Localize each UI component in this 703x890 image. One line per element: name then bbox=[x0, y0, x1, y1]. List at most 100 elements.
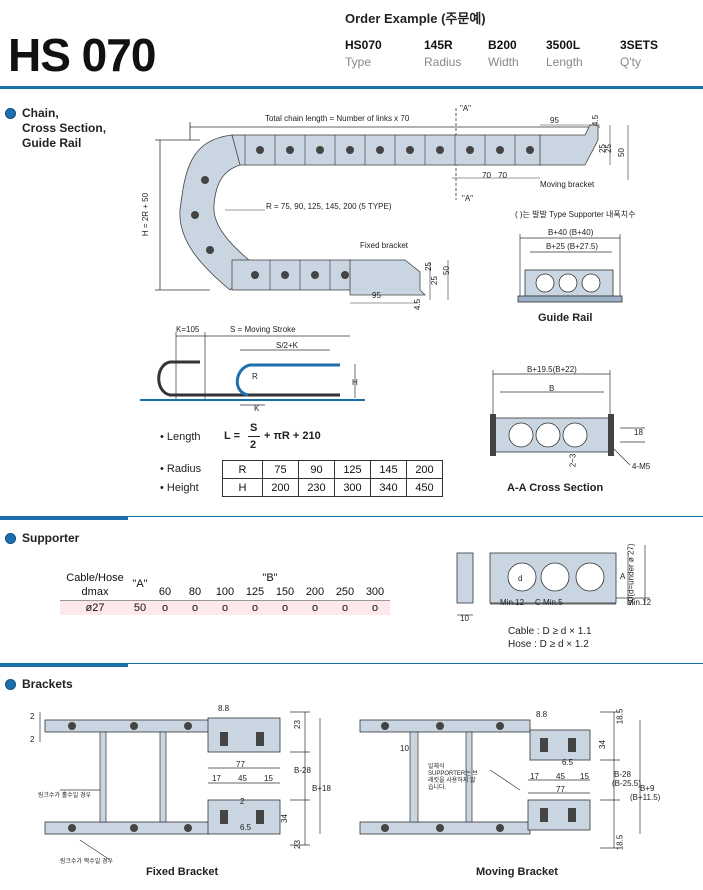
table-cell: 90 bbox=[298, 460, 335, 479]
table-header: 250 bbox=[335, 586, 355, 599]
section-title-chain-1: Chain, bbox=[22, 106, 59, 120]
dim-45-fixed: 45 bbox=[238, 774, 247, 783]
guide-rail-caption: Guide Rail bbox=[538, 312, 593, 324]
height-label: • Height bbox=[160, 482, 199, 494]
formula-numerator: S bbox=[250, 422, 258, 434]
table-header: 100 bbox=[215, 586, 235, 599]
dim-2a: 2 bbox=[30, 712, 35, 721]
formula-denominator: 2 bbox=[250, 439, 257, 451]
formula-suffix: + πR + 210 bbox=[264, 430, 321, 442]
table-header: "B" bbox=[262, 571, 278, 584]
table-header: 125 bbox=[245, 586, 265, 599]
table-header: "A" bbox=[132, 578, 148, 591]
dim-d-supporter: d bbox=[518, 574, 523, 583]
h-label: H bbox=[352, 378, 358, 387]
table-cell: 200 bbox=[262, 478, 299, 497]
dim-b9p-moving: (B+11.5) bbox=[630, 793, 661, 802]
dim-b: B bbox=[549, 384, 555, 393]
dim-70-left: 70 bbox=[482, 171, 491, 180]
moving-stroke-label: S = Moving Stroke bbox=[230, 325, 296, 334]
order-value-width: B200 bbox=[488, 38, 517, 52]
fixed-bracket-caption: Fixed Bracket bbox=[146, 866, 219, 878]
table-row: dmax "A" 60 80 100 125 150 200 250 300 bbox=[60, 578, 390, 600]
dim-a-supporter: A bbox=[620, 572, 626, 581]
dim-23-bottom-fixed: 23 bbox=[292, 840, 302, 849]
dim-95-bottom: 95 bbox=[372, 291, 381, 300]
table-cell: 75 bbox=[262, 460, 299, 479]
formula-prefix: L = bbox=[224, 430, 241, 442]
section-divider-accent bbox=[0, 516, 128, 520]
order-value-qty: 3SETS bbox=[620, 38, 659, 52]
dim-25-bottom: 25 bbox=[423, 262, 433, 271]
table-cell: o bbox=[360, 599, 390, 615]
radius-note: R = 75, 90, 125, 145, 200 (5 TYPE) bbox=[266, 202, 392, 211]
guide-rail-note: ( )는 발발 Type Supporter 내폭치수 bbox=[515, 210, 636, 219]
note-even-links: 링크수가 짝수일 경우 bbox=[60, 859, 114, 865]
dim-34-fixed: 34 bbox=[279, 814, 289, 823]
dim-88-fixed: 8.8 bbox=[218, 704, 230, 713]
table-cell: o bbox=[330, 599, 360, 615]
dim-65-fixed: 6.5 bbox=[240, 823, 252, 832]
order-example-title: Order Example (주문예) bbox=[345, 11, 486, 26]
dim-25-bottom-2: 25 bbox=[429, 276, 439, 285]
table-header: Cable/Hose bbox=[66, 571, 124, 584]
cable-rule: Cable : D ≥ d × 1.1 bbox=[508, 626, 592, 637]
table-header: 300 bbox=[365, 586, 385, 599]
dim-2-3: 2~3 bbox=[568, 453, 578, 468]
model-title: HS 070 bbox=[8, 29, 156, 81]
dim-18: 18 bbox=[634, 428, 643, 437]
table-cell: o bbox=[240, 599, 270, 615]
dim-65-moving: 6.5 bbox=[562, 758, 574, 767]
moving-bracket-note: 일체식 SUPPORTER는 브래킷을 사용하지 않습니다. bbox=[428, 764, 478, 791]
dim-77-moving: 77 bbox=[556, 785, 565, 794]
dim-23-top-fixed: 23 bbox=[292, 720, 302, 729]
min12-left: Min.12 bbox=[500, 598, 525, 607]
dim-10-moving: 10 bbox=[400, 744, 409, 753]
min5-label: Min.5 bbox=[543, 598, 563, 607]
a-marker-bottom: "A" bbox=[462, 194, 474, 203]
order-value-type: HS070 bbox=[345, 38, 382, 52]
min12-right: Min.12 bbox=[627, 598, 652, 607]
order-value-radius: 145R bbox=[424, 38, 453, 52]
dim-b28-fixed: B-28 bbox=[294, 766, 311, 775]
dim-15-moving: 15 bbox=[580, 772, 589, 781]
c-label: C bbox=[535, 598, 541, 607]
dim-2b: 2 bbox=[30, 735, 35, 744]
table-row: ø27 50 o o o o o o o o bbox=[60, 599, 390, 615]
order-value-length: 3500L bbox=[546, 38, 581, 52]
total-chain-length-label: Total chain length = Number of links x 7… bbox=[265, 114, 410, 123]
h-dimension-label: H = 2R + 50 bbox=[141, 192, 151, 237]
dim-50-top: 50 bbox=[616, 148, 626, 157]
dim-185-top-moving: 18.5 bbox=[615, 708, 625, 725]
dim-17-fixed: 17 bbox=[212, 774, 221, 783]
hose-rule: Hose : D ≥ d × 1.2 bbox=[508, 639, 589, 650]
dim-4-m5: 4-M5 bbox=[632, 462, 651, 471]
dim-185-bottom-moving: 18.5 bbox=[615, 834, 625, 851]
table-cell: o bbox=[270, 599, 300, 615]
section-divider-accent bbox=[0, 663, 128, 667]
table-row: H 200 230 300 340 450 bbox=[222, 478, 443, 497]
header-divider bbox=[0, 86, 703, 89]
moving-bracket-label: Moving bracket bbox=[540, 180, 595, 189]
section-divider bbox=[0, 516, 703, 517]
radius-height-table: R 75 90 125 145 200 H 200 230 300 340 45… bbox=[222, 460, 443, 497]
table-cell: ø27 bbox=[60, 599, 130, 615]
cross-section-caption: A-A Cross Section bbox=[507, 482, 604, 494]
s2k-label: S/2+K bbox=[276, 341, 299, 350]
dim-b25: B+25 (B+27.5) bbox=[546, 242, 599, 251]
length-label: • Length bbox=[160, 431, 201, 443]
table-cell: 50 bbox=[130, 599, 150, 615]
k105-label: K=105 bbox=[176, 325, 200, 334]
table-cell: H bbox=[222, 478, 263, 497]
section-divider bbox=[0, 663, 703, 664]
dim-77-fixed: 77 bbox=[236, 760, 245, 769]
section-title-chain-2: Cross Section, bbox=[22, 121, 107, 135]
table-header: dmax bbox=[81, 586, 109, 599]
order-label-length: Length bbox=[546, 55, 583, 69]
dim-88-moving: 8.8 bbox=[536, 710, 548, 719]
note-odd-links: 링크수가 홀수일 경우 bbox=[38, 793, 92, 799]
k-label: K bbox=[254, 404, 260, 413]
dim-50-supporter: 50(d=under ø 27) bbox=[626, 543, 636, 606]
dim-b18-fixed: B+18 bbox=[312, 784, 331, 793]
section-title-brackets: Brackets bbox=[22, 677, 73, 691]
